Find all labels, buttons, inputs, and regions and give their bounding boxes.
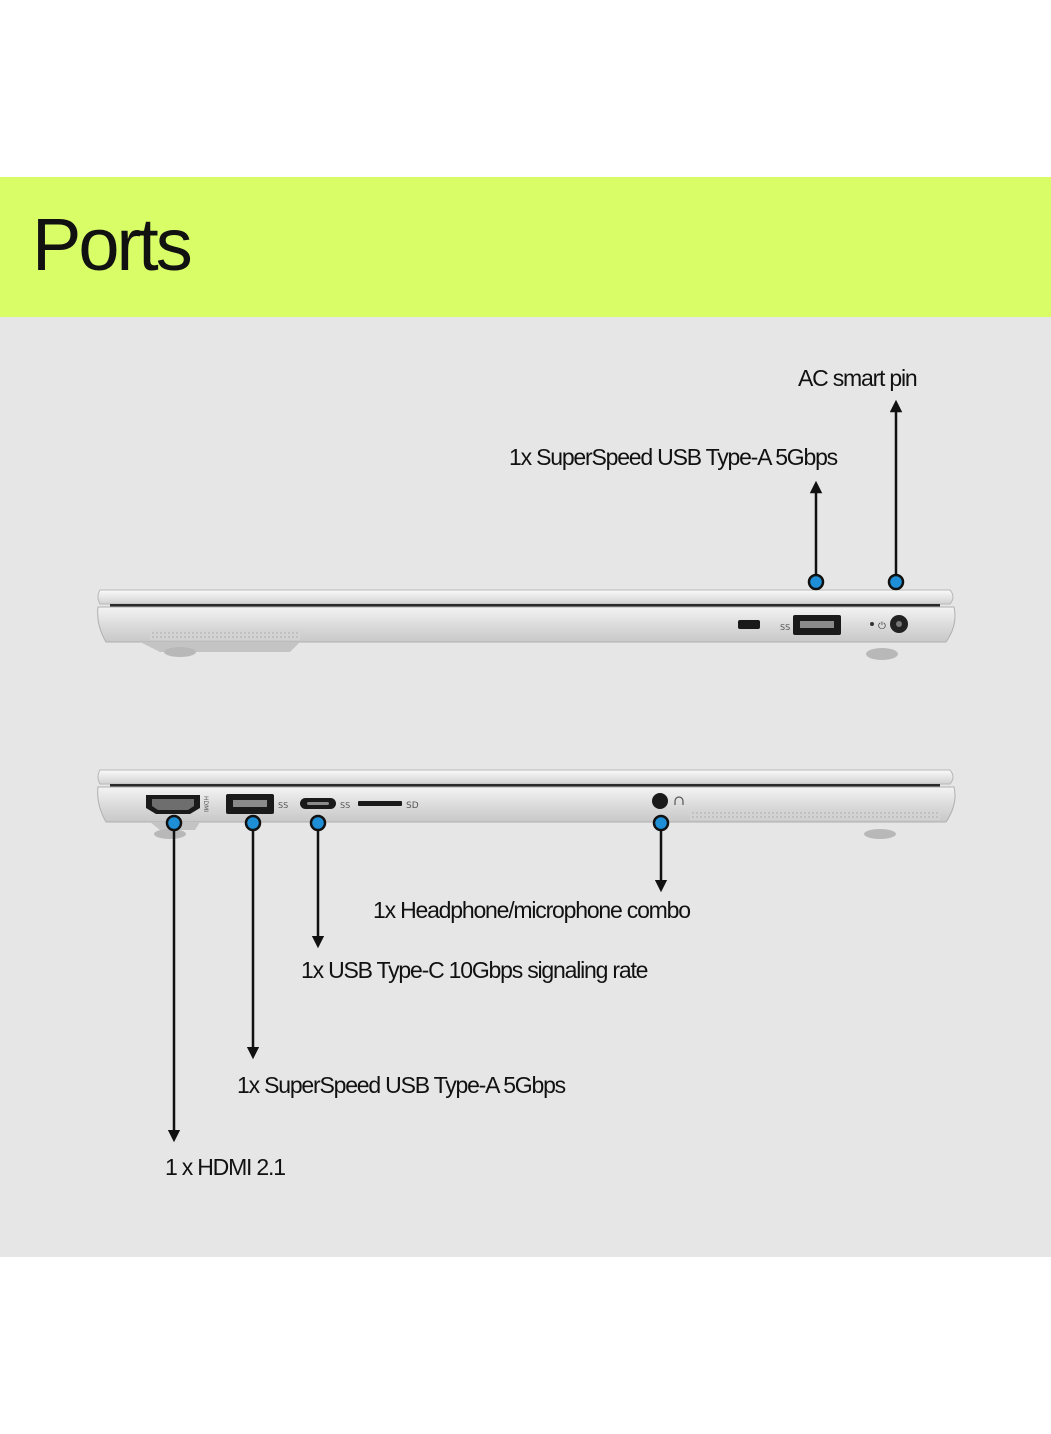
headphone-jack-icon — [652, 793, 668, 809]
laptop-left-side: HDMI SS SS SD — [97, 769, 956, 839]
callout-usb-c — [309, 814, 327, 949]
laptop-right-side: SS ⏻ — [97, 589, 956, 660]
hdmi-logo-icon: HDMI — [202, 796, 209, 812]
usb-logo-icon: SS — [780, 623, 790, 632]
label-usb-c: 1x USB Type-C 10Gbps signaling rate — [301, 957, 648, 983]
power-logo-icon: ⏻ — [878, 621, 886, 632]
callout-headphone — [652, 814, 670, 893]
lock-slot-icon — [738, 620, 760, 629]
callout-usb-a-right — [807, 480, 825, 591]
page-title: Ports — [32, 203, 193, 286]
headphone-logo-icon — [674, 796, 684, 805]
usb-logo-left-icon: SS — [278, 801, 288, 810]
label-usb-a-right: 1x SuperSpeed USB Type-A 5Gbps — [509, 444, 838, 470]
label-usb-a-left: 1x SuperSpeed USB Type-A 5Gbps — [237, 1072, 566, 1098]
sd-card-slot-icon — [358, 801, 402, 806]
sd-label: SD — [406, 801, 419, 811]
callout-hdmi — [165, 814, 183, 1143]
label-hdmi: 1 x HDMI 2.1 — [165, 1154, 286, 1180]
usb-c-logo-icon: SS — [340, 801, 350, 810]
label-headphone-combo: 1x Headphone/microphone combo — [373, 897, 691, 923]
header-band — [0, 177, 1051, 317]
callout-usb-a-left — [244, 814, 262, 1060]
label-ac-smart-pin: AC smart pin — [798, 365, 918, 391]
callout-ac-smart-pin — [887, 399, 905, 591]
